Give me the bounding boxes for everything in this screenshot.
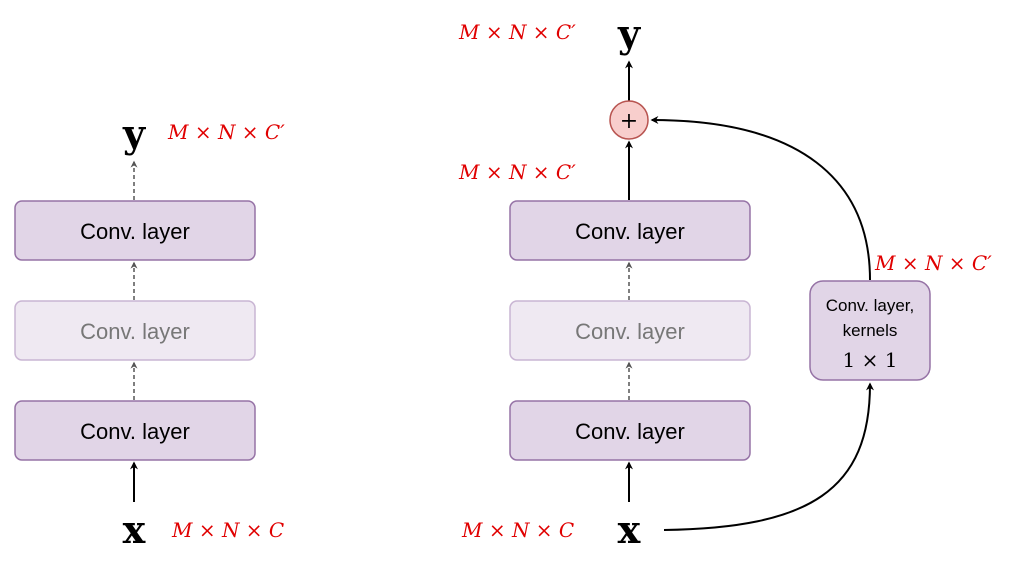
shortcut-conv-1x1-box (809, 280, 931, 381)
right-conv-layer-faded-label: Conv. layer (575, 319, 685, 344)
right-output-dims: M × N × C′ (458, 20, 576, 44)
left-conv-layer-faded-label: Conv. layer (80, 319, 190, 344)
right-main-branch-dims: M × N × C′ (458, 160, 576, 184)
left-conv-layer-bottom (14, 400, 256, 461)
right-residual-network: y M × N × C′ + M × N × C′ Conv. layer Co… (458, 11, 992, 552)
left-conv-layer-top (14, 200, 256, 261)
left-conv-layer-faded (14, 300, 256, 361)
shortcut-kernel-size: 1 × 1 (843, 348, 898, 372)
right-output-symbol: y (617, 11, 641, 56)
left-input-dims: M × N × C (171, 518, 284, 542)
right-input-dims: M × N × C (461, 518, 574, 542)
left-output-symbol: y (122, 111, 146, 156)
left-conv-layer-bottom-label: Conv. layer (80, 419, 190, 444)
left-plain-network: y M × N × C′ Conv. layer Conv. layer Con… (14, 111, 285, 552)
right-conv-layer-faded (509, 300, 751, 361)
shortcut-output-curve (650, 116, 871, 281)
add-node (609, 100, 649, 140)
right-conv-layer-bottom (509, 400, 751, 461)
right-input-symbol: x (618, 507, 641, 552)
left-conv-layer-top-label: Conv. layer (80, 219, 190, 244)
shortcut-output-dims: M × N × C′ (874, 251, 992, 275)
shortcut-input-curve (663, 382, 874, 531)
shortcut-conv-label-line1: Conv. layer, (826, 296, 915, 315)
left-output-dims: M × N × C′ (167, 120, 285, 144)
right-conv-layer-bottom-label: Conv. layer (575, 419, 685, 444)
shortcut-conv-label-line2: kernels (843, 321, 898, 340)
right-conv-layer-top-label: Conv. layer (575, 219, 685, 244)
add-node-symbol: + (620, 109, 638, 134)
left-input-symbol: x (123, 507, 146, 552)
right-conv-layer-top (509, 200, 751, 261)
